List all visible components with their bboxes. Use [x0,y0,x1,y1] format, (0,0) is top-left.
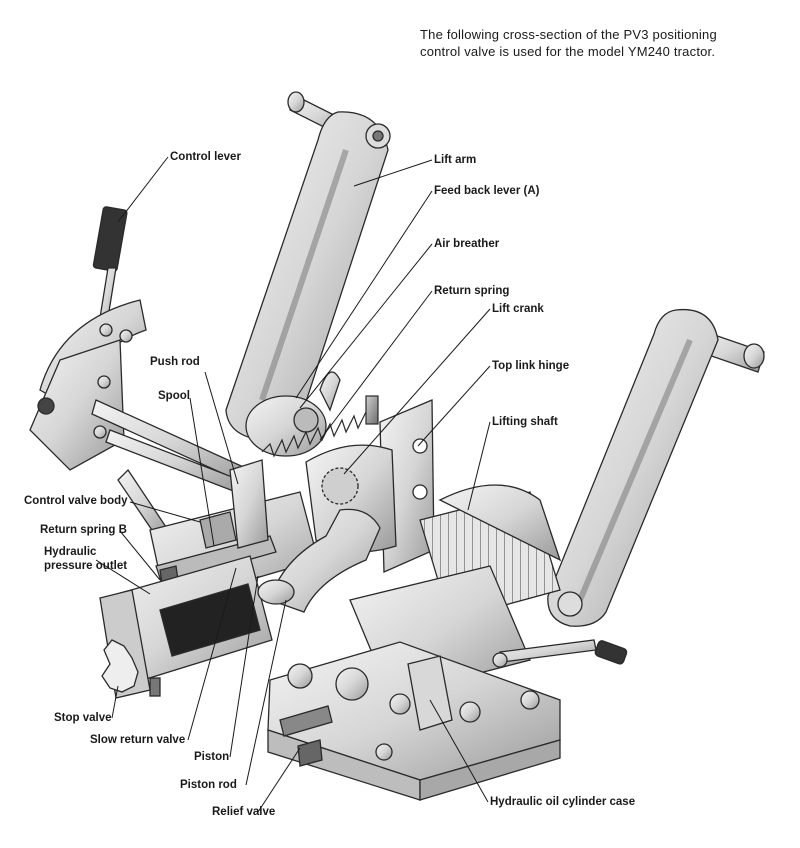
label-relief-valve: Relief valve [212,806,276,818]
label-hydraulic-oil-cylinder-case: Hydraulic oil cylinder case [490,796,636,808]
piston-rod-part [257,508,381,613]
label-return-spring: Return spring [434,285,510,297]
label-lifting-shaft: Lifting shaft [492,416,558,428]
label-stop-valve: Stop valve [54,712,112,724]
lift-arm-part [225,91,391,441]
label-hydraulic-pressure-outlet-1: Hydraulic [44,546,97,558]
label-lift-crank: Lift crank [492,303,544,315]
label-air-breather: Air breather [434,238,500,250]
right-lift-arm-part [547,308,765,627]
caption-line-1: The following cross-section of the PV3 p… [420,27,717,42]
return-spring-part [261,395,379,458]
right-control-handle-part [492,639,628,668]
hydraulic-cylinder-part [99,555,273,699]
label-feed-back-lever: Feed back lever (A) [434,185,540,197]
label-piston-rod: Piston rod [180,779,237,791]
hydraulic-oil-cylinder-case-part [267,565,561,801]
caption: The following cross-section of the PV3 p… [420,26,790,60]
label-return-spring-b: Return spring B [40,524,127,536]
label-spool: Spool [158,390,190,402]
control-lever-part [29,206,251,537]
caption-line-2: control valve is used for the model YM24… [420,44,716,59]
label-piston: Piston [194,751,230,763]
label-control-valve-body: Control valve body [24,495,128,507]
lift-crank-part [245,371,341,457]
label-control-lever: Control lever [170,151,241,163]
label-push-rod: Push rod [150,356,200,368]
label-top-link-hinge: Top link hinge [492,360,570,372]
label-hydraulic-pressure-outlet-2: pressure outlet [44,560,128,572]
leader-lines [95,156,491,813]
label-slow-return-valve: Slow return valve [90,734,186,746]
label-lift-arm: Lift arm [434,154,477,166]
